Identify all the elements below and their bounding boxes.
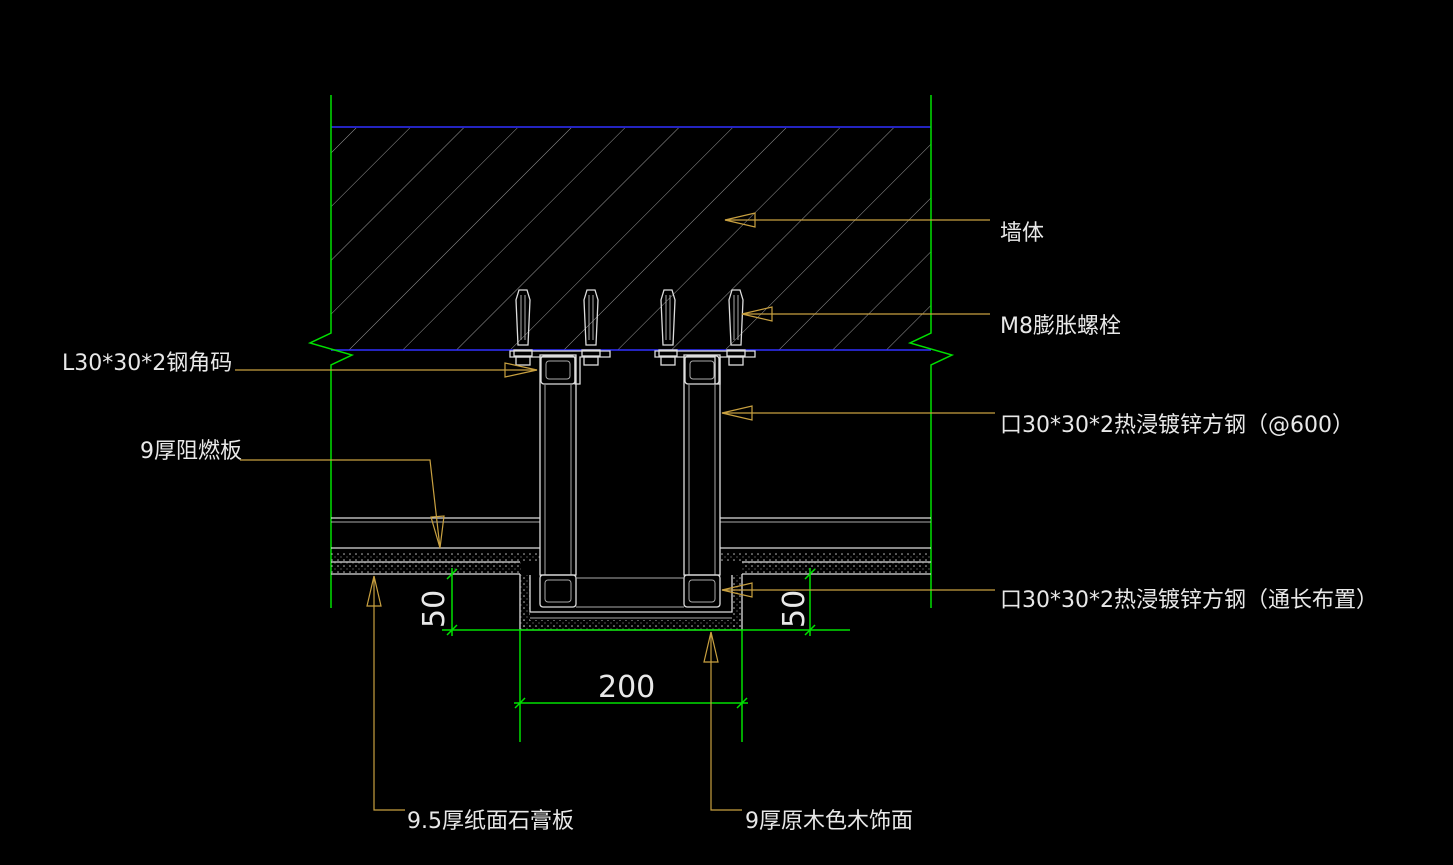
- label-wood: 9厚原木色木饰面: [745, 809, 913, 834]
- right-boundary-line: [907, 95, 955, 608]
- label-wall: 墙体: [1000, 221, 1044, 246]
- leader-gypsum: [366, 575, 405, 811]
- left-boundary-line: [307, 95, 355, 608]
- angle-bracket-left: [509, 350, 611, 385]
- dimension-200: [442, 629, 850, 742]
- dimension-depth-right-label: 50: [777, 590, 812, 628]
- leader-wood: [703, 631, 742, 811]
- label-fireboard: 9厚阻燃板: [140, 439, 242, 464]
- continuous-tubes: [539, 574, 721, 608]
- label-angle: L30*30*2钢角码: [62, 351, 232, 376]
- dimension-depth-left-label: 50: [417, 590, 452, 628]
- leader-bolt: [741, 306, 990, 322]
- ceiling-layers-right: [720, 517, 931, 575]
- label-bolt: M8膨胀螺栓: [1000, 314, 1121, 339]
- dimension-50-left: [446, 568, 458, 636]
- label-tube-600: 口30*30*2热浸镀锌方钢（@600）: [1000, 413, 1354, 438]
- bolt-4: [726, 289, 746, 366]
- label-tube-long: 口30*30*2热浸镀锌方钢（通长布置）: [1000, 588, 1378, 613]
- ceiling-layers-left: [331, 517, 540, 575]
- vertical-tube-left: [539, 354, 577, 576]
- leader-tube-long: [721, 582, 995, 598]
- bolt-3: [658, 289, 678, 366]
- dimension-width-label: 200: [598, 670, 655, 705]
- expansion-bolts: [513, 289, 746, 366]
- bolt-1: [513, 289, 533, 366]
- bolt-2: [581, 289, 601, 366]
- vertical-tube-right: [683, 354, 721, 576]
- leader-fireboard: [240, 459, 445, 549]
- leader-angle: [235, 362, 538, 378]
- leader-wall: [724, 212, 990, 228]
- wall-hatch: [331, 128, 931, 350]
- label-gypsum: 9.5厚纸面石膏板: [407, 809, 574, 834]
- dimension-50-right: [804, 568, 816, 636]
- leader-tube-600: [721, 405, 995, 421]
